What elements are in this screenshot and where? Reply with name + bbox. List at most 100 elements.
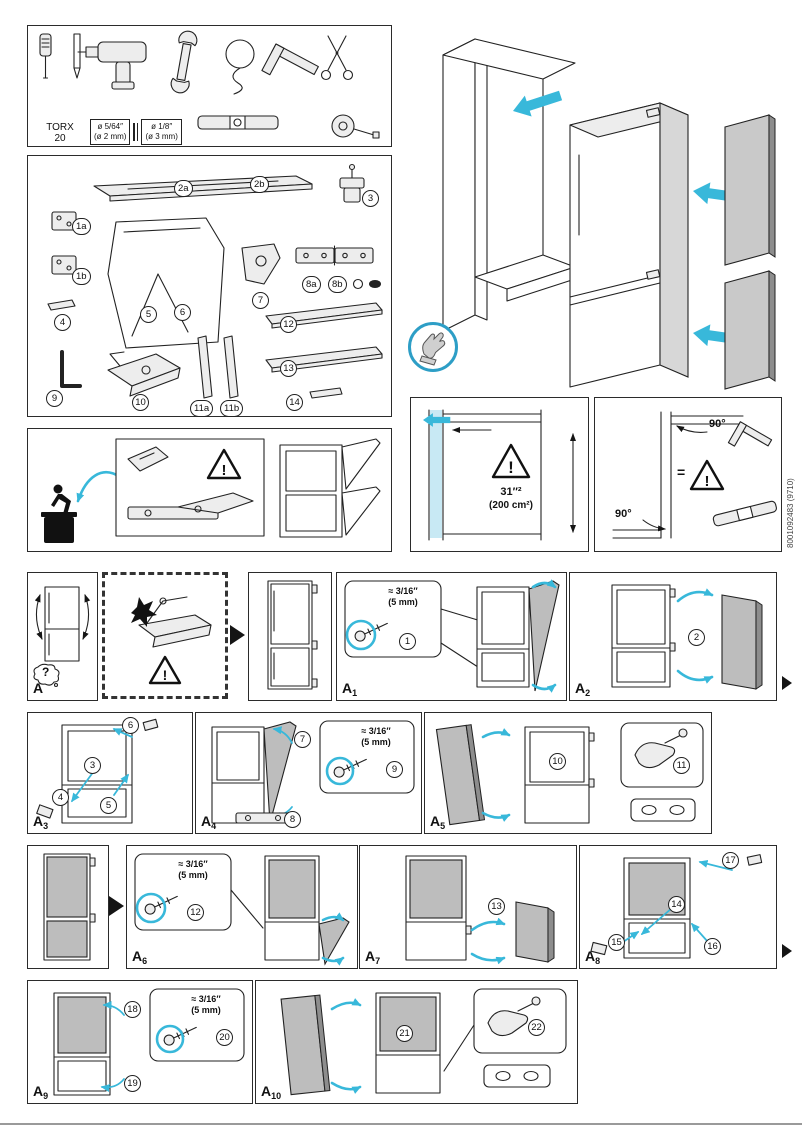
badge-1: 1 <box>399 633 416 650</box>
step-a6-illustration <box>134 853 350 966</box>
hinge-illustration <box>127 492 254 520</box>
part-11b <box>223 335 239 399</box>
warning-mark: ! <box>705 473 710 490</box>
step-label-a6: A6 <box>132 948 148 966</box>
hinge-warning-triangle: ! <box>148 655 182 685</box>
step-a3-illustration <box>36 718 159 824</box>
step-label-a3: A3 <box>33 813 49 831</box>
remove-arrow-bottom <box>676 669 714 684</box>
vent-warning-triangle: ! <box>491 443 531 479</box>
part-1a <box>51 211 77 231</box>
door-panel-bottom <box>724 270 776 390</box>
angle-pointer-top <box>676 425 708 433</box>
part-4 <box>47 299 76 311</box>
screw-highlight <box>135 892 167 924</box>
vent-area-metric: (200 cm²) <box>489 500 533 511</box>
question-cloud <box>33 663 60 688</box>
cord-icon <box>225 39 255 95</box>
step-label-a7: A7 <box>365 948 381 966</box>
step-label-a10: A10 <box>261 1083 282 1101</box>
leader-line <box>440 642 482 670</box>
part-badge-4: 4 <box>54 314 71 331</box>
fridge-lower-open <box>264 855 350 966</box>
square-icon <box>727 421 773 447</box>
part-small-6 <box>142 718 159 731</box>
tape-measure-icon <box>331 114 380 139</box>
step-a10-illustration <box>280 988 567 1096</box>
part-badge-12: 12 <box>280 316 297 333</box>
hinge-arrow-bottom <box>531 683 557 693</box>
part-badge-7: 7 <box>252 292 269 309</box>
part-small-15 <box>590 941 608 956</box>
disposal-box: ! <box>27 428 392 552</box>
fridge-front-illustration <box>267 580 318 690</box>
step-a8-box: 14 15 16 17 A8 <box>579 845 777 969</box>
fridge <box>524 726 595 824</box>
arrow-into-niche <box>513 90 563 117</box>
gap-inches: ≈ 3/16″ <box>361 726 391 736</box>
badge-21: 21 <box>396 1025 413 1042</box>
scissors-icon <box>320 35 354 81</box>
badge-6: 6 <box>122 717 139 734</box>
fridge-lower-open <box>53 992 111 1096</box>
install-arrow <box>112 728 133 738</box>
vent-area-inches: 31″² <box>500 486 522 498</box>
wrench-icon <box>170 30 198 94</box>
fridge-front <box>43 853 96 961</box>
install-arrow <box>698 859 733 871</box>
badge-12: 12 <box>187 904 204 921</box>
gap-inches: ≈ 3/16″ <box>178 859 208 869</box>
part-10-hinge <box>107 351 181 397</box>
vent-gap-highlight <box>430 410 442 538</box>
question-mark: ? <box>42 665 50 679</box>
part-1b <box>51 255 77 275</box>
cabinet-section <box>428 409 542 541</box>
cabinet-niche <box>442 38 576 332</box>
next-step-arrow <box>109 896 124 916</box>
part-14 <box>309 387 343 399</box>
warning-mark: ! <box>508 458 514 477</box>
screwdriver-icon <box>39 33 52 79</box>
ventilation-box: ! 31″² (200 cm²) <box>410 397 589 552</box>
angle-top-label: 90° <box>709 418 726 430</box>
part-badge-2b: 2b <box>250 176 269 193</box>
parts-box: 1a 1b 2a 2b 3 4 5 6 7 8a 8b 9 10 11a 11b… <box>27 155 392 417</box>
install-arrow <box>640 907 673 935</box>
fridge-front <box>267 580 318 690</box>
installation-overview <box>425 15 790 395</box>
fridge-open-doors <box>279 438 381 538</box>
gap-mm: (5 mm) <box>361 737 391 747</box>
gap-note: ≈ 3/16″ (5 mm) <box>161 859 225 881</box>
adjust-arrow-bottom <box>100 1078 125 1093</box>
door-panel <box>721 594 763 690</box>
step-a4-box: ≈ 3/16″ (5 mm) 7 8 9 A4 <box>195 712 422 834</box>
alignment-box: ! 90° = 90° <box>594 397 782 552</box>
angle-pointer-bottom <box>642 519 666 532</box>
door-panel-top <box>724 114 776 266</box>
alignment-illustration: ! <box>612 411 777 539</box>
part-badge-11a: 11a <box>190 400 214 417</box>
hinge-plate <box>630 798 696 822</box>
disposal-warning-triangle: ! <box>206 448 242 480</box>
tools-box: TORX 20 ø 5/64″ (ø 2 mm) ø 1/8″ (ø 3 mm) <box>27 25 392 147</box>
remove-arrow-bottom <box>470 952 506 965</box>
warning-mark: ! <box>163 667 168 683</box>
discard-detail-frame <box>115 438 265 537</box>
remove-arrow-top <box>676 588 714 603</box>
ventilation-illustration: ! <box>423 409 576 541</box>
badge-11: 11 <box>673 757 690 774</box>
fridge-interior <box>61 724 133 824</box>
attach-arrow-bottom <box>330 1081 362 1094</box>
install-arrow <box>113 773 129 796</box>
part-badge-3: 3 <box>362 190 379 207</box>
badge-16: 16 <box>704 938 721 955</box>
part-badge-11b: 11b <box>220 400 244 417</box>
spring-burst <box>131 597 157 627</box>
gap-inches: ≈ 3/16″ <box>388 586 418 596</box>
bit-big-in: ø 1/8″ <box>151 122 173 131</box>
torx-name: TORX <box>46 122 74 133</box>
hinge-arrow-bottom <box>321 956 345 966</box>
fridge-reference-box <box>248 572 332 701</box>
fridge <box>375 992 441 1094</box>
